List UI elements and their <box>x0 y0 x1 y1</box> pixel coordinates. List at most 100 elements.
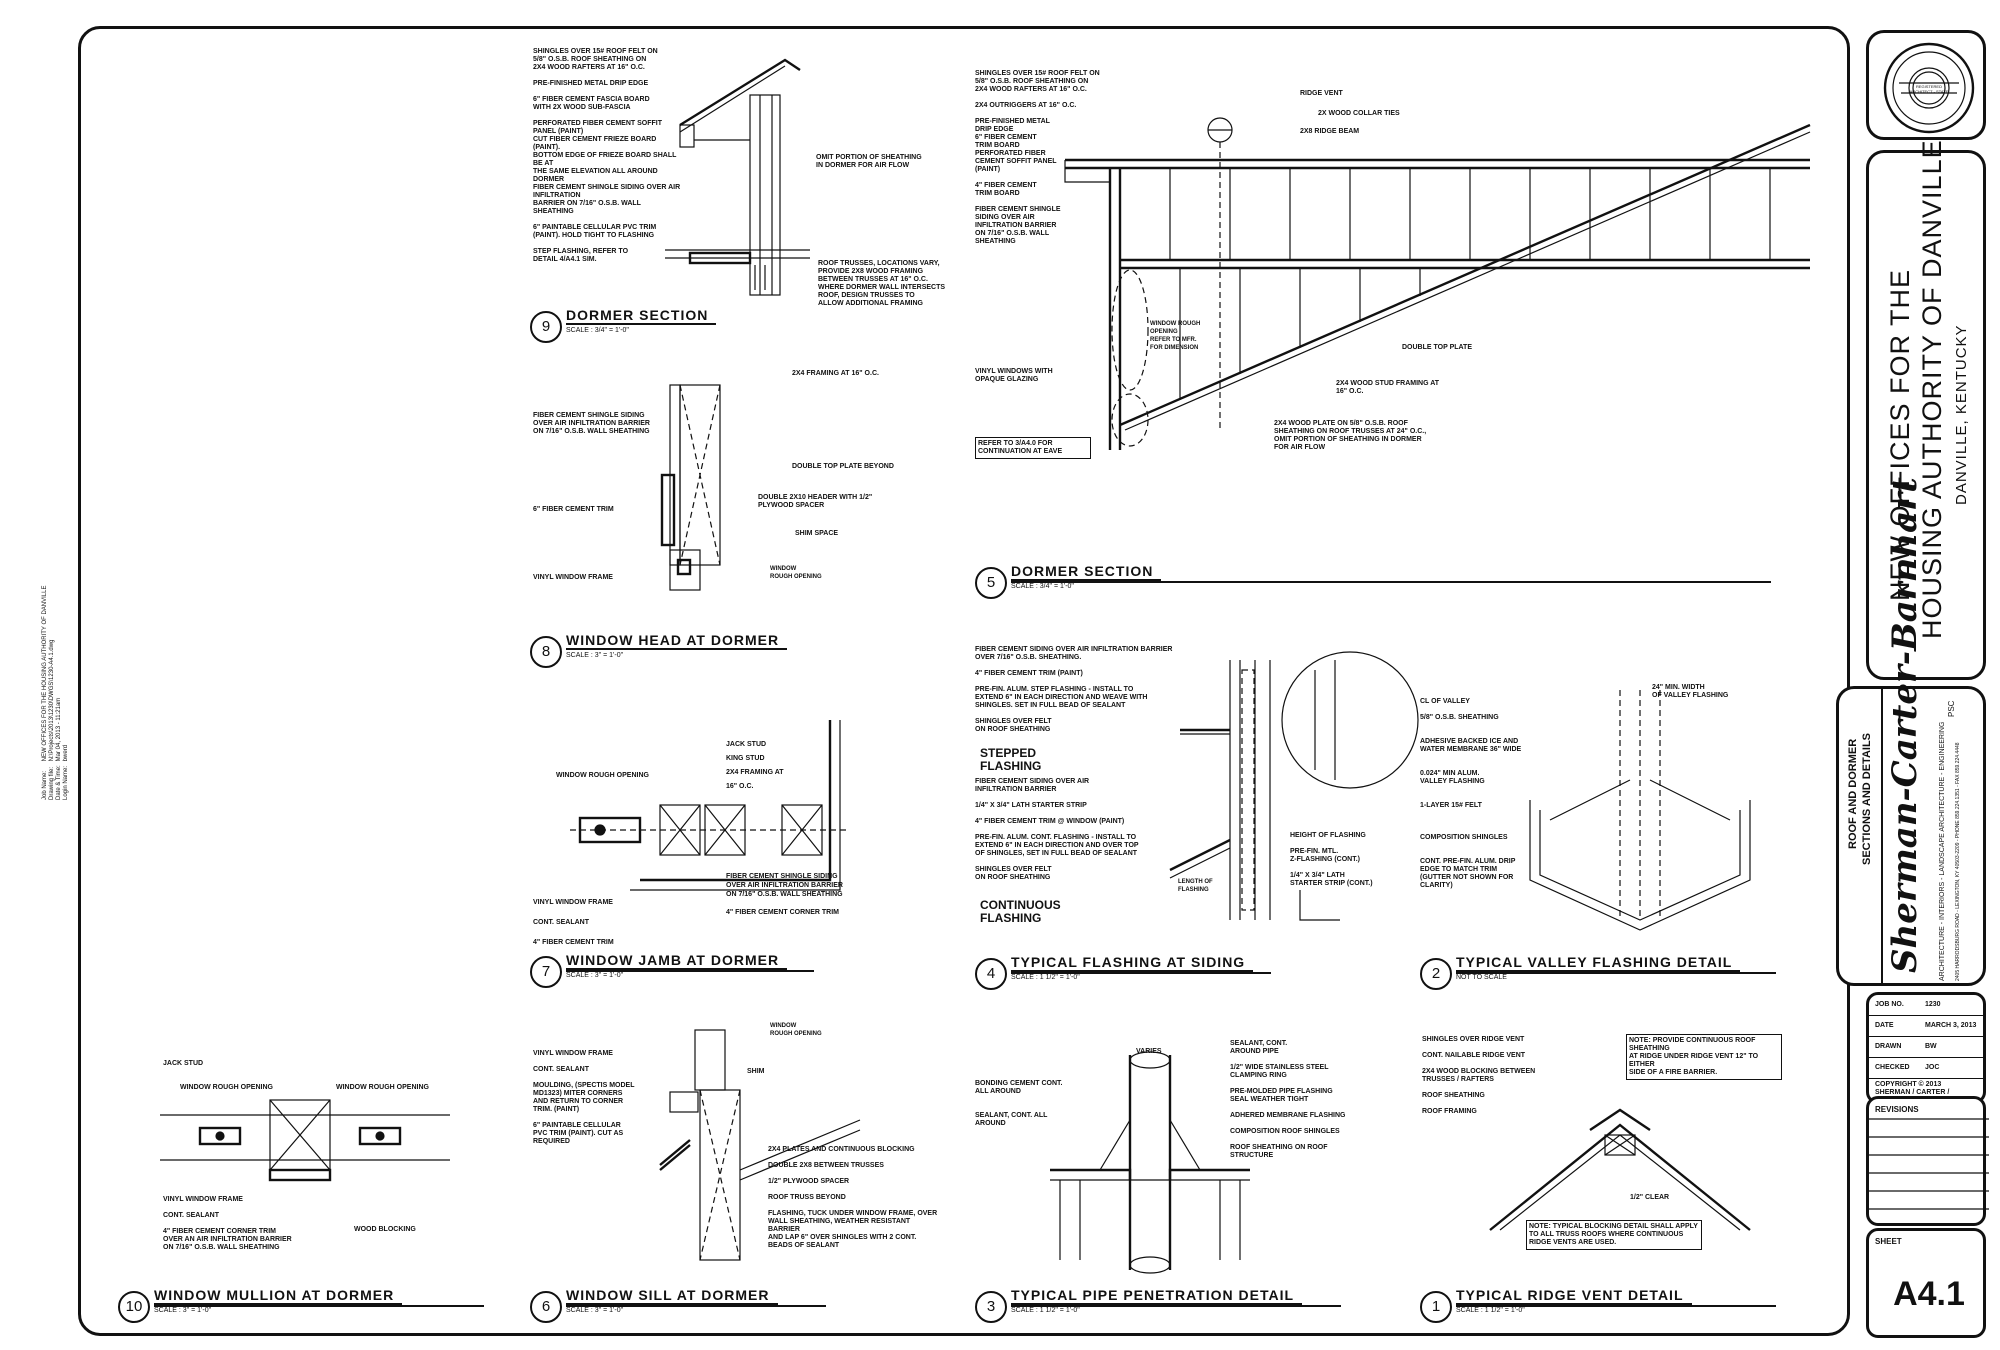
detail-2-number: 2 <box>1420 958 1452 990</box>
detail-1-name: TYPICAL RIDGE VENT DETAIL <box>1456 1287 1692 1305</box>
sheet-title-1: ROOF AND DORMER <box>1847 738 1859 849</box>
detail-8-number: 8 <box>530 636 562 668</box>
detail-7-notes-left: VINYL WINDOW FRAME CONT. SEALANT 4" FIBE… <box>533 899 614 946</box>
detail-2-title: 2 TYPICAL VALLEY FLASHING DETAIL NOT TO … <box>1420 954 1780 994</box>
detail-10-drawing <box>160 1099 450 1182</box>
detail-9-notes-right1: OMIT PORTION OF SHEATHING IN DORMER FOR … <box>816 154 922 169</box>
detail-5-dtp-note: DOUBLE TOP PLATE <box>1402 344 1473 351</box>
detail-3-varies: VARIES <box>1136 1048 1162 1055</box>
detail-3-drawing <box>1050 1051 1250 1274</box>
stamp-drawing-file: N:\Projects\2013\1230\DWGS\1230-A4.1.dwg <box>49 639 55 762</box>
detail-8-title: 8 WINDOW HEAD AT DORMER SCALE : 3" = 1'-… <box>530 632 790 672</box>
checked-label: CHECKED <box>1875 1064 1910 1071</box>
detail-8-note-right4: SHIM SPACE <box>795 530 839 537</box>
detail-9-name: DORMER SECTION <box>566 307 717 325</box>
plot-stamp: Job Name: Drawing file: Date & Time: Log… <box>42 586 70 801</box>
plot-stamp-values: NEW OFFICES FOR THE HOUSING AUTHORITY OF… <box>42 586 70 762</box>
detail-5-ridge-note: RIDGE VENT <box>1300 90 1343 97</box>
detail-5-vinyl-note: VINYL WINDOWS WITH OPAQUE GLAZING <box>975 368 1053 383</box>
date-value: MARCH 3, 2013 <box>1925 1022 1977 1029</box>
detail-6-number: 6 <box>530 1291 562 1323</box>
detail-8-name: WINDOW HEAD AT DORMER <box>566 632 788 650</box>
detail-7-ro: WINDOW ROUGH OPENING <box>556 772 649 779</box>
detail-3-number: 3 <box>975 1291 1007 1323</box>
detail-5-collar-note: 2X WOOD COLLAR TIES <box>1318 110 1400 117</box>
detail-9-scale: SCALE : 3/4" = 1'-0" <box>566 327 629 334</box>
drawn-label: DRAWN <box>1875 1043 1902 1050</box>
detail-5-drawing <box>1064 117 1811 450</box>
sheet-number: A4.1 <box>1893 1275 1965 1313</box>
detail-5-title: 5 DORMER SECTION SCALE : 3/4" = 1'-0" <box>975 563 1795 603</box>
detail-1-title: 1 TYPICAL RIDGE VENT DETAIL SCALE : 1 1/… <box>1420 1287 1780 1327</box>
detail-9-title: 9 DORMER SECTION SCALE : 3/4" = 1'-0" <box>530 307 750 347</box>
detail-4-number: 4 <box>975 958 1007 990</box>
detail-5-notes-left: SHINGLES OVER 15# ROOF FELT ON 5/8" O.S.… <box>975 70 1100 245</box>
detail-1-note1: NOTE: PROVIDE CONTINUOUS ROOF SHEATHING … <box>1626 1034 1782 1080</box>
detail-1-drawing <box>1489 1108 1751 1231</box>
project-location: DANVILLE, KENTUCKY <box>1953 324 1970 505</box>
detail-4-drawing <box>1169 651 1419 921</box>
detail-6-scale: SCALE : 3" = 1'-0" <box>566 1307 624 1314</box>
detail-5-opening-note: WINDOW ROUGH OPENING REFER TO MFR. FOR D… <box>1150 321 1201 351</box>
detail-7-number: 7 <box>530 956 562 988</box>
job-no-label: JOB NO. <box>1875 1001 1904 1008</box>
drawn-row: DRAWN BW <box>1869 1037 1983 1058</box>
job-info-box: JOB NO. 1230 DATE MARCH 3, 2013 DRAWN BW… <box>1866 992 1986 1104</box>
seal-text: REGISTERED ARCHITECT - STATE OF KENTUCKY <box>1909 84 1949 94</box>
detail-4-notes-left2: FIBER CEMENT SIDING OVER AIR INFILTRATIO… <box>975 778 1139 881</box>
detail-4-title: 4 TYPICAL FLASHING AT SIDING SCALE : 1 1… <box>975 954 1275 994</box>
detail-7-name: WINDOW JAMB AT DORMER <box>566 952 788 970</box>
detail-9-notes-right2: ROOF TRUSSES, LOCATIONS VARY, PROVIDE 2X… <box>818 260 946 307</box>
detail-8-scale: SCALE : 3" = 1'-0" <box>566 652 624 659</box>
detail-5-number: 5 <box>975 567 1007 599</box>
sheet-number-box: SHEET A4.1 <box>1866 1228 1986 1338</box>
detail-10-jack: JACK STUD <box>163 1060 204 1067</box>
detail-5-stud-note: 2X4 WOOD STUD FRAMING AT 16" O.C. <box>1336 380 1440 395</box>
firm-logo-suffix: PSC <box>1947 700 1956 717</box>
sheet-title-divider <box>1881 689 1883 983</box>
detail-10-ro1: WINDOW ROUGH OPENING <box>180 1084 273 1091</box>
detail-5-plate-note: 2X4 WOOD PLATE ON 5/8" O.S.B. ROOF SHEAT… <box>1274 420 1427 451</box>
detail-2-name: TYPICAL VALLEY FLASHING DETAIL <box>1456 954 1741 972</box>
project-title-box: NEW OFFICES FOR THE HOUSING AUTHORITY OF… <box>1866 139 1986 680</box>
detail-9-drawing <box>665 58 810 296</box>
stamp-date-time: Mar 04, 2013 - 11:21am <box>56 697 62 762</box>
detail-2-underline <box>1456 972 1776 974</box>
detail-10-notes-right: WOOD BLOCKING <box>354 1226 416 1233</box>
detail-6-underline <box>566 1305 826 1307</box>
detail-6-notes-left: VINYL WINDOW FRAME CONT. SEALANT MOULDIN… <box>533 1050 635 1145</box>
detail-7-scale: SCALE : 3" = 1'-0" <box>566 972 624 979</box>
job-no-row: JOB NO. 1230 <box>1869 995 1983 1016</box>
detail-4-scale: SCALE : 1 1/2" = 1'-0" <box>1011 974 1080 981</box>
detail-2-notes-left: CL OF VALLEY 5/8" O.S.B. SHEATHING ADHES… <box>1420 698 1522 889</box>
stamp-label-date: Date & Time: <box>56 765 62 800</box>
stamp-label-login: Login Name: <box>63 765 69 800</box>
revisions-box: REVISIONS <box>1866 1096 1989 1226</box>
detail-4-name: TYPICAL FLASHING AT SIDING <box>1011 954 1254 972</box>
detail-10-underline <box>154 1305 484 1307</box>
firm-box: ROOF AND DORMER SECTIONS AND DETAILS She… <box>1836 477 1986 986</box>
detail-8-note-left3: VINYL WINDOW FRAME <box>533 574 613 581</box>
stamp-job-name: NEW OFFICES FOR THE HOUSING AUTHORITY OF… <box>42 585 48 762</box>
detail-1-scale: SCALE : 1 1/2" = 1'-0" <box>1456 1307 1525 1314</box>
detail-4-notes-right: HEIGHT OF FLASHING PRE-FIN. MTL. Z-FLASH… <box>1290 832 1373 887</box>
detail-8-note-right1: 2X4 FRAMING AT 16" O.C. <box>792 370 879 377</box>
detail-6-drawing <box>659 1029 861 1261</box>
detail-8-note-left1: FIBER CEMENT SHINGLE SIDING OVER AIR INF… <box>533 412 650 435</box>
revisions-label: REVISIONS <box>1875 1105 1919 1114</box>
detail-7-notes-studs: JACK STUD KING STUD 2X4 FRAMING AT 16" O… <box>726 741 784 790</box>
detail-1-notes-left: SHINGLES OVER RIDGE VENT CONT. NAILABLE … <box>1422 1036 1536 1115</box>
detail-3-name: TYPICAL PIPE PENETRATION DETAIL <box>1011 1287 1303 1305</box>
detail-4-notes-left: FIBER CEMENT SIDING OVER AIR INFILTRATIO… <box>975 646 1173 733</box>
detail-10-scale: SCALE : 3" = 1'-0" <box>154 1307 212 1314</box>
detail-2-drawing <box>1529 690 1751 931</box>
detail-1-clear: 1/2" CLEAR <box>1630 1194 1670 1201</box>
detail-10-name: WINDOW MULLION AT DORMER <box>154 1287 403 1305</box>
stamp-label-job: Job Name: <box>42 770 48 800</box>
detail-7-underline <box>566 970 814 972</box>
detail-10-number: 10 <box>118 1291 150 1323</box>
seal-box: REGISTERED ARCHITECT - STATE OF KENTUCKY <box>1866 30 1986 140</box>
detail-8-ro: WINDOW ROUGH OPENING <box>770 566 822 580</box>
detail-6-title: 6 WINDOW SILL AT DORMER SCALE : 3" = 1'-… <box>530 1287 826 1327</box>
detail-9-number: 9 <box>530 311 562 343</box>
